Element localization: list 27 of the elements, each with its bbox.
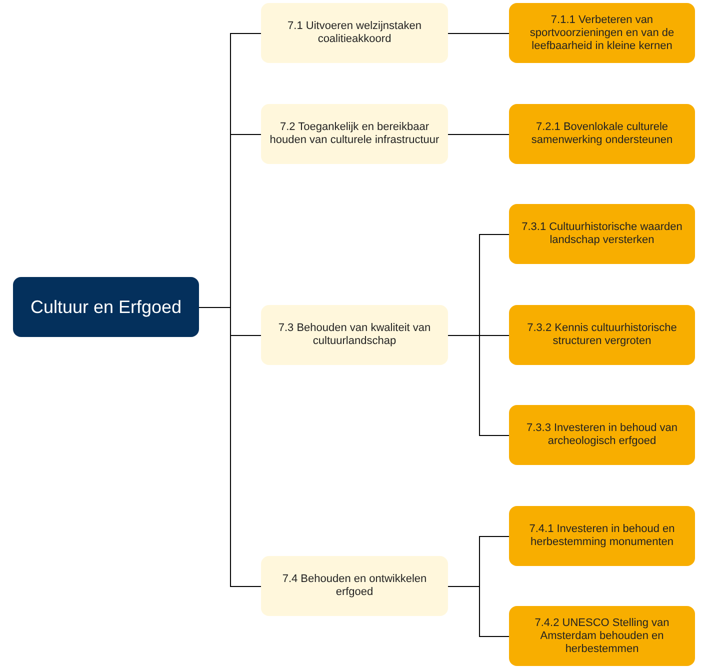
subtopic-box	[509, 305, 695, 365]
node-label: 7.4 Behouden en ontwikkelen erfgoed	[281, 573, 428, 599]
connector-line	[448, 33, 510, 34]
node-label: 7.2 Toegankelijk en bereikbaar houden van culturele infrastructuur	[268, 121, 440, 147]
topic-box	[261, 104, 448, 164]
subtopic-box	[509, 204, 695, 264]
topic-box	[261, 3, 448, 63]
node-label: 7.3.2 Kennis cultuurhistorische structuren vergroten	[526, 322, 678, 348]
connector-line	[448, 134, 510, 135]
node-label: 7.1 Uitvoeren welzijnstaken coalitieakkoord	[286, 20, 422, 46]
topic-box	[261, 556, 448, 616]
connector-line	[448, 586, 510, 637]
node-label: 7.3.3 Investeren in behoud van archeologisch erfgoed	[525, 422, 679, 448]
root-box	[13, 277, 199, 337]
node-label: 7.3 Behouden van kwaliteit van cultuurlandschap	[277, 322, 432, 348]
subtopic-box	[509, 606, 695, 666]
node-label: 7.1.1 Verbeteren van sportvoorzieningen en van de leefbaarheid in kleine kernen	[528, 14, 676, 52]
subtopic-box	[509, 3, 695, 63]
node-label: 7.4.1 Investeren in behoud en herbestemming monumenten	[528, 523, 676, 549]
subtopic-box	[509, 104, 695, 164]
node-label: 7.4.2 UNESCO Stelling van Amsterdam behouden en herbestemmen	[534, 616, 670, 656]
subtopic-box	[509, 405, 695, 465]
topic-box	[261, 305, 448, 365]
subtopic-box	[509, 506, 695, 566]
connector-line	[448, 335, 510, 436]
node-label: 7.2.1 Bovenlokale culturele samenwerking ondersteunen	[530, 121, 674, 147]
node-label: 7.3.1 Cultuurhistorische waarden landschap versterken	[520, 221, 684, 247]
